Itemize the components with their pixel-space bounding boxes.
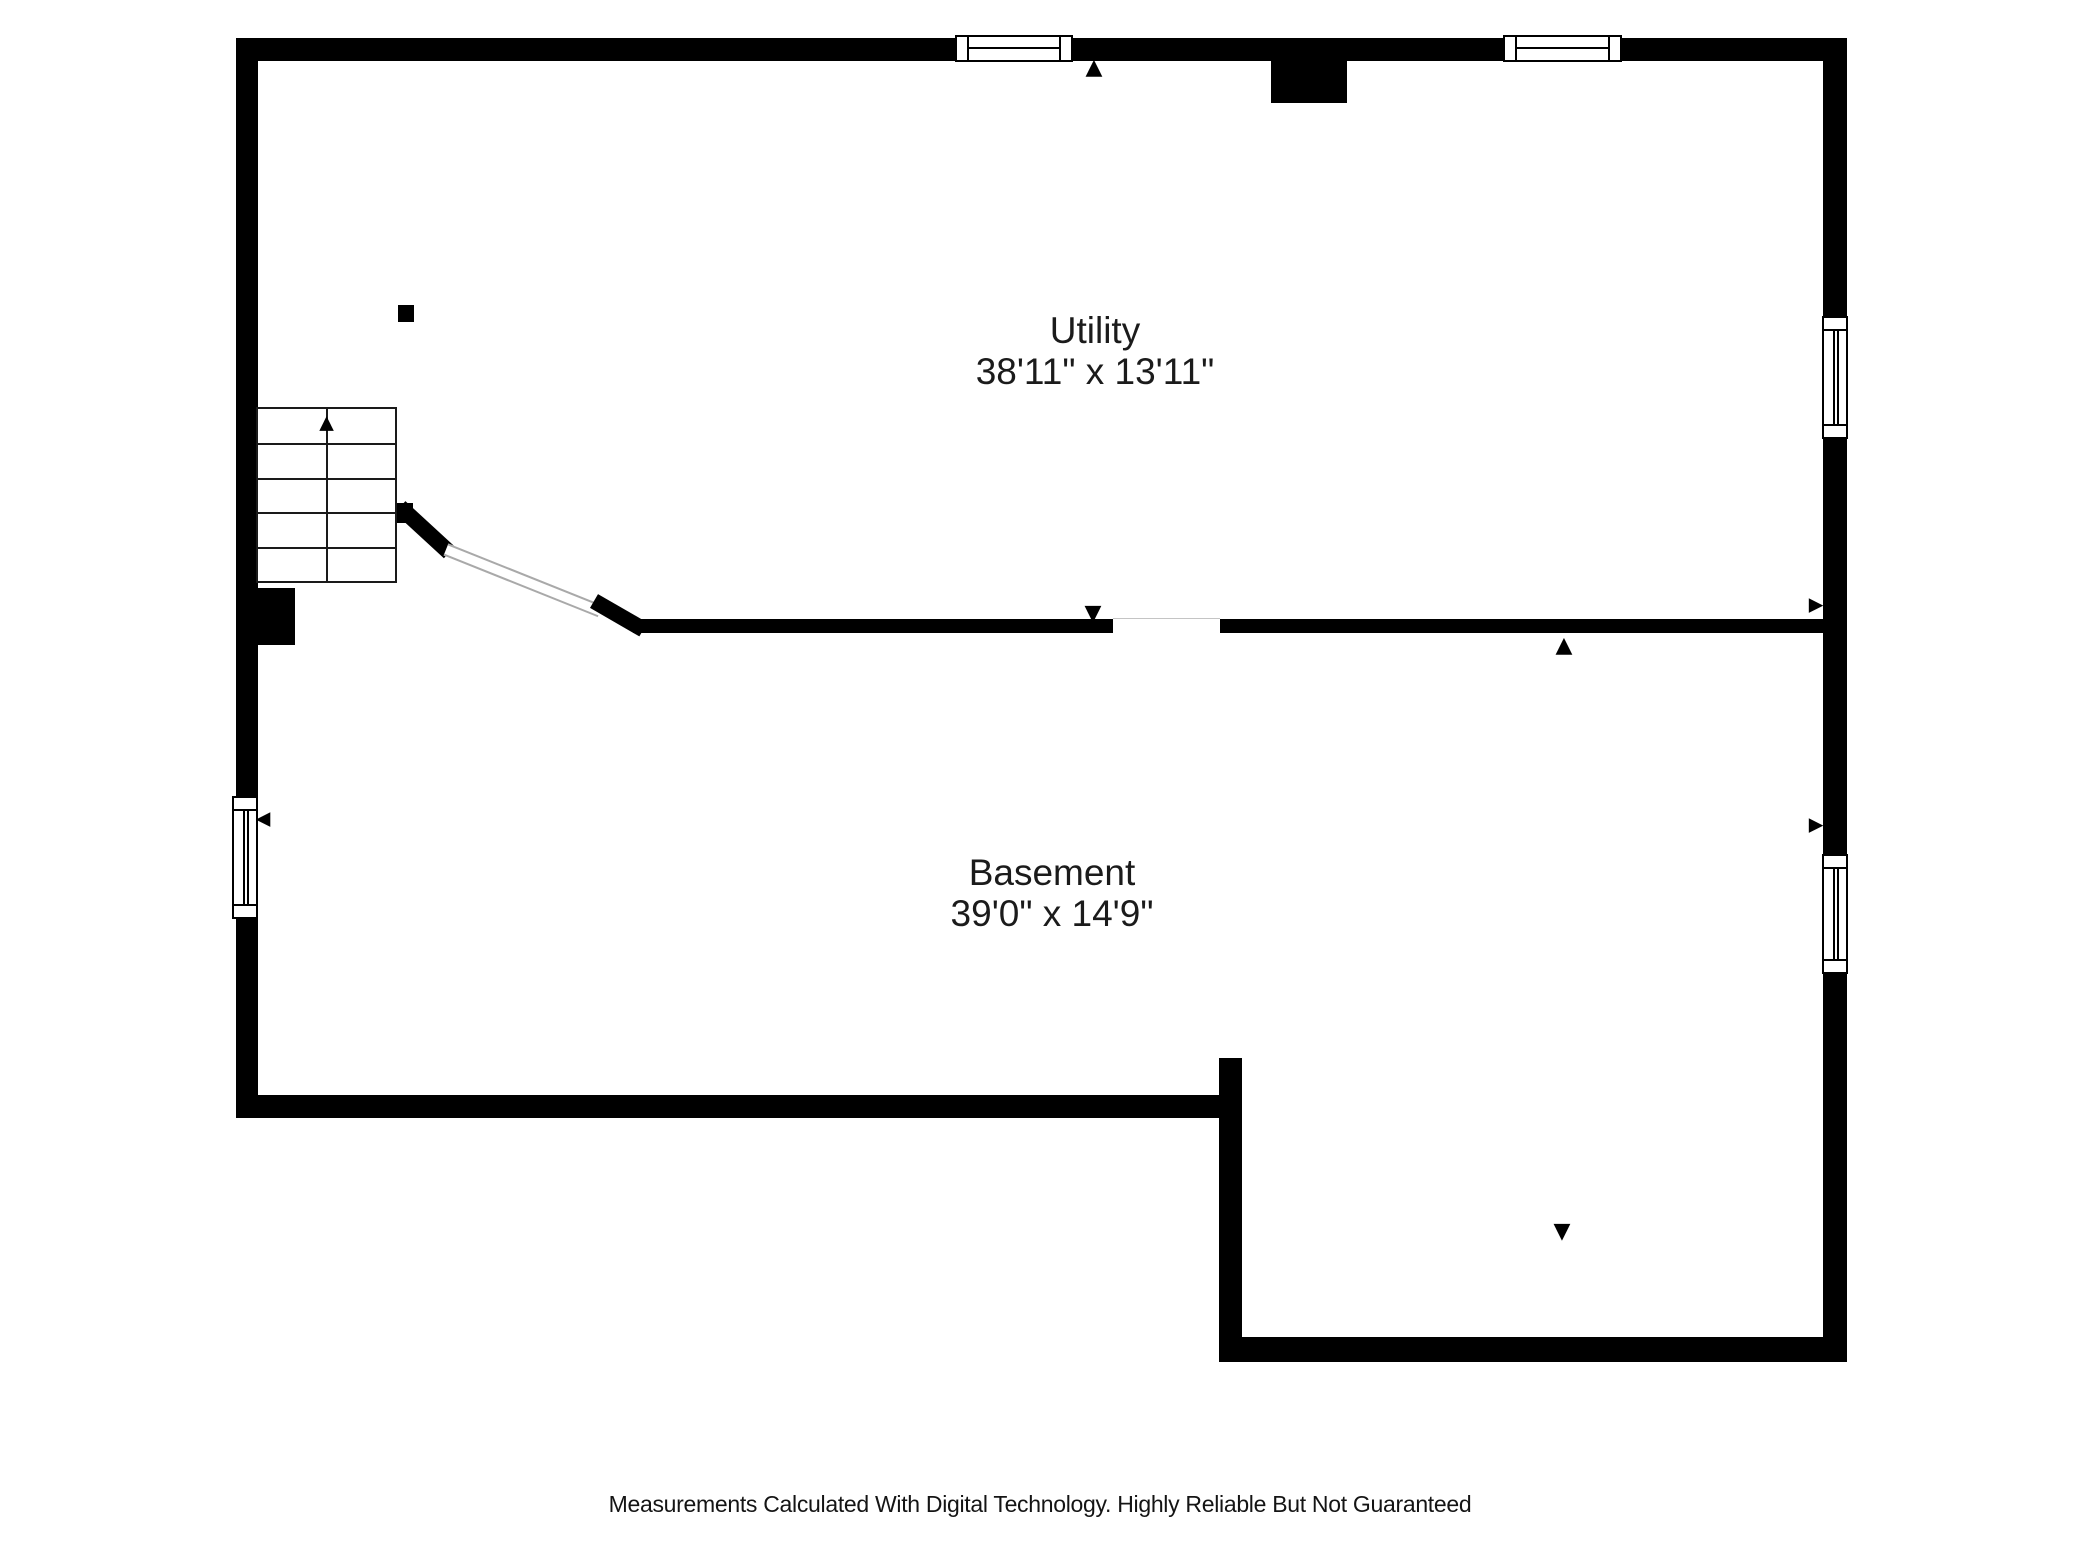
under-stair-wall-block	[236, 588, 295, 645]
room-label-basement: Basement 39'0" x 14'9"	[951, 852, 1154, 934]
wall-extension-left	[1219, 1058, 1242, 1362]
stairs-up-arrow-icon: ▲	[319, 411, 334, 434]
window-left	[232, 796, 258, 919]
stair-corner-post	[398, 305, 414, 322]
wall-extension-bottom	[1219, 1337, 1847, 1362]
diagonal-rail-line	[443, 543, 603, 618]
room-dimensions: 38'11" x 13'11"	[975, 351, 1215, 392]
extension-down-arrow-icon: ▼	[1553, 1219, 1571, 1244]
wall-right	[1823, 38, 1847, 1362]
chimney-block	[1271, 61, 1347, 103]
wall-bottom-main	[236, 1095, 1242, 1118]
diagonal-wall-lower	[590, 594, 648, 637]
wall-left	[236, 38, 258, 1118]
divider-down-arrow-icon: ▼	[1084, 601, 1102, 626]
left-wall-arrow-icon: ◀	[255, 807, 271, 830]
stairs-direction-line	[325, 409, 328, 581]
window-right-lower	[1822, 854, 1848, 974]
right-wall-arrow-upper-icon: ▶	[1808, 593, 1824, 616]
window-right-upper	[1822, 316, 1848, 439]
right-wall-arrow-lower-icon: ▶	[1808, 813, 1824, 836]
room-label-utility: Utility 38'11" x 13'11"	[976, 310, 1215, 392]
entry-up-arrow-icon: ▲	[1085, 55, 1103, 80]
window-top-left	[955, 35, 1073, 62]
divider-up-arrow-icon: ▲	[1555, 633, 1573, 658]
wall-divider-right	[1220, 619, 1847, 633]
footer-disclaimer: Measurements Calculated With Digital Tec…	[608, 1491, 1472, 1517]
stairs: ▲	[256, 407, 397, 583]
window-top-right	[1503, 35, 1622, 62]
door-opening-header	[1113, 618, 1220, 619]
wall-divider-left	[633, 619, 1113, 633]
room-dimensions: 39'0" x 14'9"	[950, 893, 1154, 934]
room-name: Utility	[1049, 310, 1141, 351]
room-name: Basement	[968, 852, 1136, 893]
